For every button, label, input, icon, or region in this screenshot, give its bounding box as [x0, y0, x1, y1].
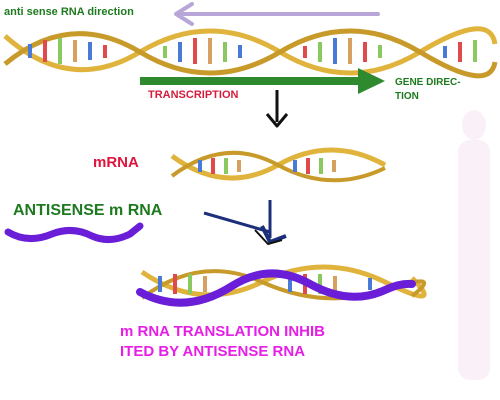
gene-direction-label-line2: TION [395, 91, 419, 102]
antisense-direction-arrow [174, 2, 380, 26]
base-pairs-top [28, 38, 477, 64]
mrna-label: mRNA [93, 154, 139, 171]
base-pairs-mrna [198, 158, 336, 174]
binding-arrows [203, 200, 287, 245]
transcription-down-arrow [265, 90, 289, 128]
transcription-label: TRANSCRIPTION [148, 89, 239, 101]
antisense-rna-strand [4, 222, 144, 243]
caption-line1: m RNA TRANSLATION INHIB [120, 323, 325, 340]
bound-antisense-strand [136, 269, 416, 307]
gene-direction-arrow [140, 68, 385, 94]
antisense-mrna-label: ANTISENSE m RNA [13, 202, 163, 219]
antisense-direction-label: anti sense RNA direction [4, 6, 134, 18]
background-silhouette [458, 110, 490, 380]
gene-direction-label-line1: GENE DIREC- [395, 77, 461, 88]
caption-line2: ITED BY ANTISENSE RNA [120, 343, 306, 360]
mrna-helix [170, 147, 387, 183]
mrna-antisense-complex [136, 264, 427, 307]
dna-double-helix-top [3, 26, 498, 79]
